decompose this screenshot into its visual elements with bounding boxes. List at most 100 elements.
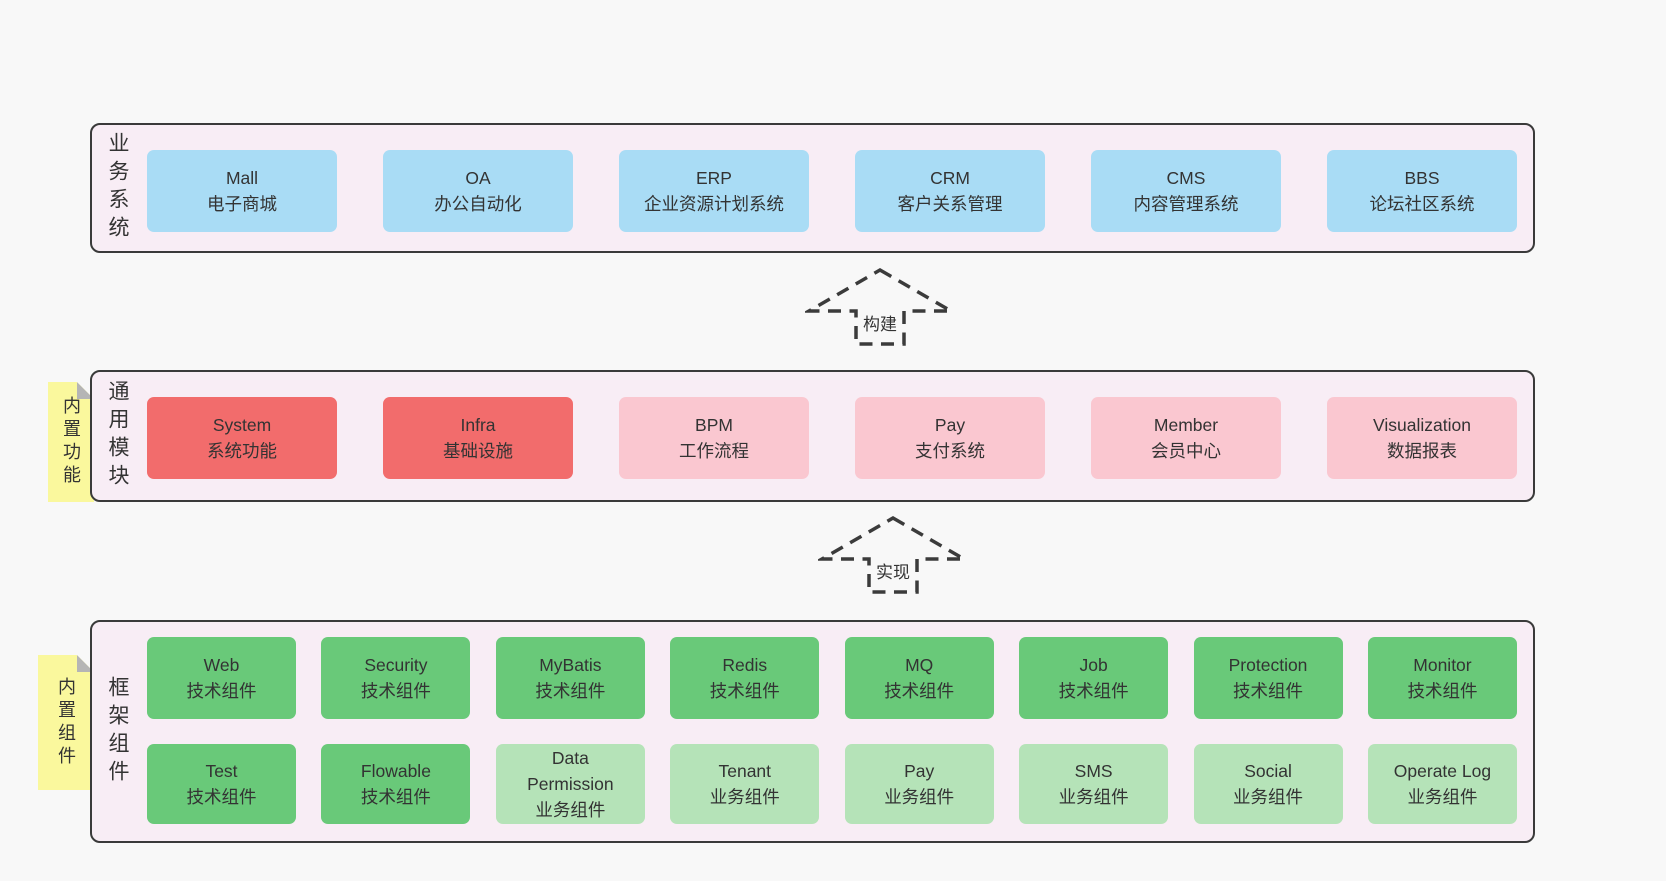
box-title: Mall bbox=[225, 168, 259, 188]
box-protection: Protection 技术组件 bbox=[1193, 637, 1343, 719]
box-sms: SMS 业务组件 bbox=[1019, 744, 1169, 824]
sticky-note-label: 内置组件 bbox=[56, 676, 76, 769]
section-label: 业务系统 bbox=[106, 132, 129, 244]
box-subtitle: 电子商城 bbox=[207, 194, 277, 214]
box-mq: MQ 技术组件 bbox=[844, 637, 994, 719]
box-title: Test bbox=[205, 761, 238, 781]
box-title: Operate Log bbox=[1393, 761, 1492, 781]
box-member: Member 会员中心 bbox=[1091, 397, 1281, 479]
box-subtitle: 业务组件 bbox=[1058, 787, 1129, 807]
box-title: MQ bbox=[905, 655, 934, 675]
box-data-permission: Data Permission 业务组件 bbox=[495, 744, 645, 824]
box-mybatis: MyBatis 技术组件 bbox=[495, 637, 645, 719]
box-subtitle: 客户关系管理 bbox=[897, 194, 1003, 214]
box-erp: ERP 企业资源计划系统 bbox=[619, 150, 809, 232]
box-subtitle: 业务组件 bbox=[1407, 787, 1478, 807]
box-subtitle: 技术组件 bbox=[360, 681, 431, 701]
box-crm: CRM 客户关系管理 bbox=[855, 150, 1045, 232]
box-subtitle: 工作流程 bbox=[679, 441, 749, 461]
box-title: Flowable bbox=[360, 761, 431, 781]
box-title: Tenant bbox=[718, 761, 772, 781]
box-title: Web bbox=[203, 655, 240, 675]
box-title: CRM bbox=[930, 168, 970, 188]
build-arrow: 构建 bbox=[805, 264, 955, 348]
box-title: Security bbox=[364, 655, 428, 675]
box-subtitle: 技术组件 bbox=[1407, 681, 1478, 701]
box-title: Protection bbox=[1228, 655, 1308, 675]
arrow-label: 实现 bbox=[873, 558, 913, 583]
box-title: Job bbox=[1079, 655, 1108, 675]
section-label: 框架组件 bbox=[106, 675, 129, 788]
box-title: MyBatis bbox=[539, 655, 602, 675]
box-subtitle: 支付系统 bbox=[915, 441, 985, 461]
box-title: Infra bbox=[460, 415, 496, 435]
box-subtitle: 业务组件 bbox=[1233, 787, 1304, 807]
box-infra: Infra 基础设施 bbox=[383, 397, 573, 479]
box-subtitle: 技术组件 bbox=[1058, 681, 1129, 701]
dashed-up-arrow-icon bbox=[805, 267, 955, 346]
box-subtitle: 技术组件 bbox=[186, 787, 257, 807]
arrow-label: 构建 bbox=[860, 310, 900, 335]
sticky-note-label: 内置功能 bbox=[61, 396, 81, 488]
box-subtitle: 业务组件 bbox=[709, 787, 780, 807]
box-title: System bbox=[212, 415, 272, 435]
box-subtitle: 技术组件 bbox=[1233, 681, 1304, 701]
sticky-note-builtin-components: 内置组件 bbox=[38, 655, 94, 790]
box-subtitle: 技术组件 bbox=[709, 681, 780, 701]
box-system: System 系统功能 bbox=[147, 397, 337, 479]
box-title: Monitor bbox=[1413, 655, 1472, 675]
box-title: Member bbox=[1153, 415, 1219, 435]
box-social: Social 业务组件 bbox=[1193, 744, 1343, 824]
box-web: Web 技术组件 bbox=[147, 637, 296, 719]
box-tenant: Tenant 业务组件 bbox=[670, 744, 820, 824]
box-subtitle: 技术组件 bbox=[535, 681, 606, 701]
box-title: ERP bbox=[696, 168, 732, 188]
box-title: Social bbox=[1244, 761, 1292, 781]
box-subtitle: 系统功能 bbox=[207, 441, 277, 461]
box-pay: Pay 业务组件 bbox=[844, 744, 994, 824]
box-title: Visualization bbox=[1373, 415, 1471, 435]
box-subtitle: 企业资源计划系统 bbox=[644, 194, 784, 214]
box-operate-log: Operate Log 业务组件 bbox=[1367, 744, 1517, 824]
box-subtitle: 技术组件 bbox=[186, 681, 257, 701]
box-redis: Redis 技术组件 bbox=[670, 637, 820, 719]
box-cms: CMS 内容管理系统 bbox=[1091, 150, 1281, 232]
box-mall: Mall 电子商城 bbox=[147, 150, 337, 232]
box-title: BPM bbox=[695, 415, 733, 435]
box-subtitle: 技术组件 bbox=[360, 787, 431, 807]
box-title: OA bbox=[465, 168, 491, 188]
box-flowable: Flowable 技术组件 bbox=[321, 744, 471, 824]
box-subtitle: 数据报表 bbox=[1387, 441, 1457, 461]
implement-arrow: 实现 bbox=[818, 512, 968, 596]
box-title: Pay bbox=[904, 761, 935, 781]
box-bpm: BPM 工作流程 bbox=[619, 397, 809, 479]
box-test: Test 技术组件 bbox=[147, 744, 296, 824]
box-subtitle: 业务组件 bbox=[884, 787, 955, 807]
box-job: Job 技术组件 bbox=[1019, 637, 1169, 719]
box-title: Data Permission bbox=[527, 748, 614, 794]
box-title: BBS bbox=[1404, 168, 1440, 188]
box-visualization: Visualization 数据报表 bbox=[1327, 397, 1517, 479]
dashed-up-arrow-icon bbox=[818, 515, 968, 594]
box-security: Security 技术组件 bbox=[321, 637, 471, 719]
box-title: Redis bbox=[722, 655, 768, 675]
box-subtitle: 基础设施 bbox=[443, 441, 513, 461]
box-subtitle: 论坛社区系统 bbox=[1369, 194, 1475, 214]
box-title: SMS bbox=[1074, 761, 1113, 781]
box-bbs: BBS 论坛社区系统 bbox=[1327, 150, 1517, 232]
box-subtitle: 会员中心 bbox=[1151, 441, 1221, 461]
box-monitor: Monitor 技术组件 bbox=[1367, 637, 1517, 719]
box-subtitle: 技术组件 bbox=[884, 681, 955, 701]
box-title: CMS bbox=[1166, 168, 1206, 188]
box-subtitle: 业务组件 bbox=[535, 800, 606, 820]
box-subtitle: 内容管理系统 bbox=[1133, 194, 1239, 214]
sticky-note-builtin-features: 内置功能 bbox=[48, 382, 94, 502]
